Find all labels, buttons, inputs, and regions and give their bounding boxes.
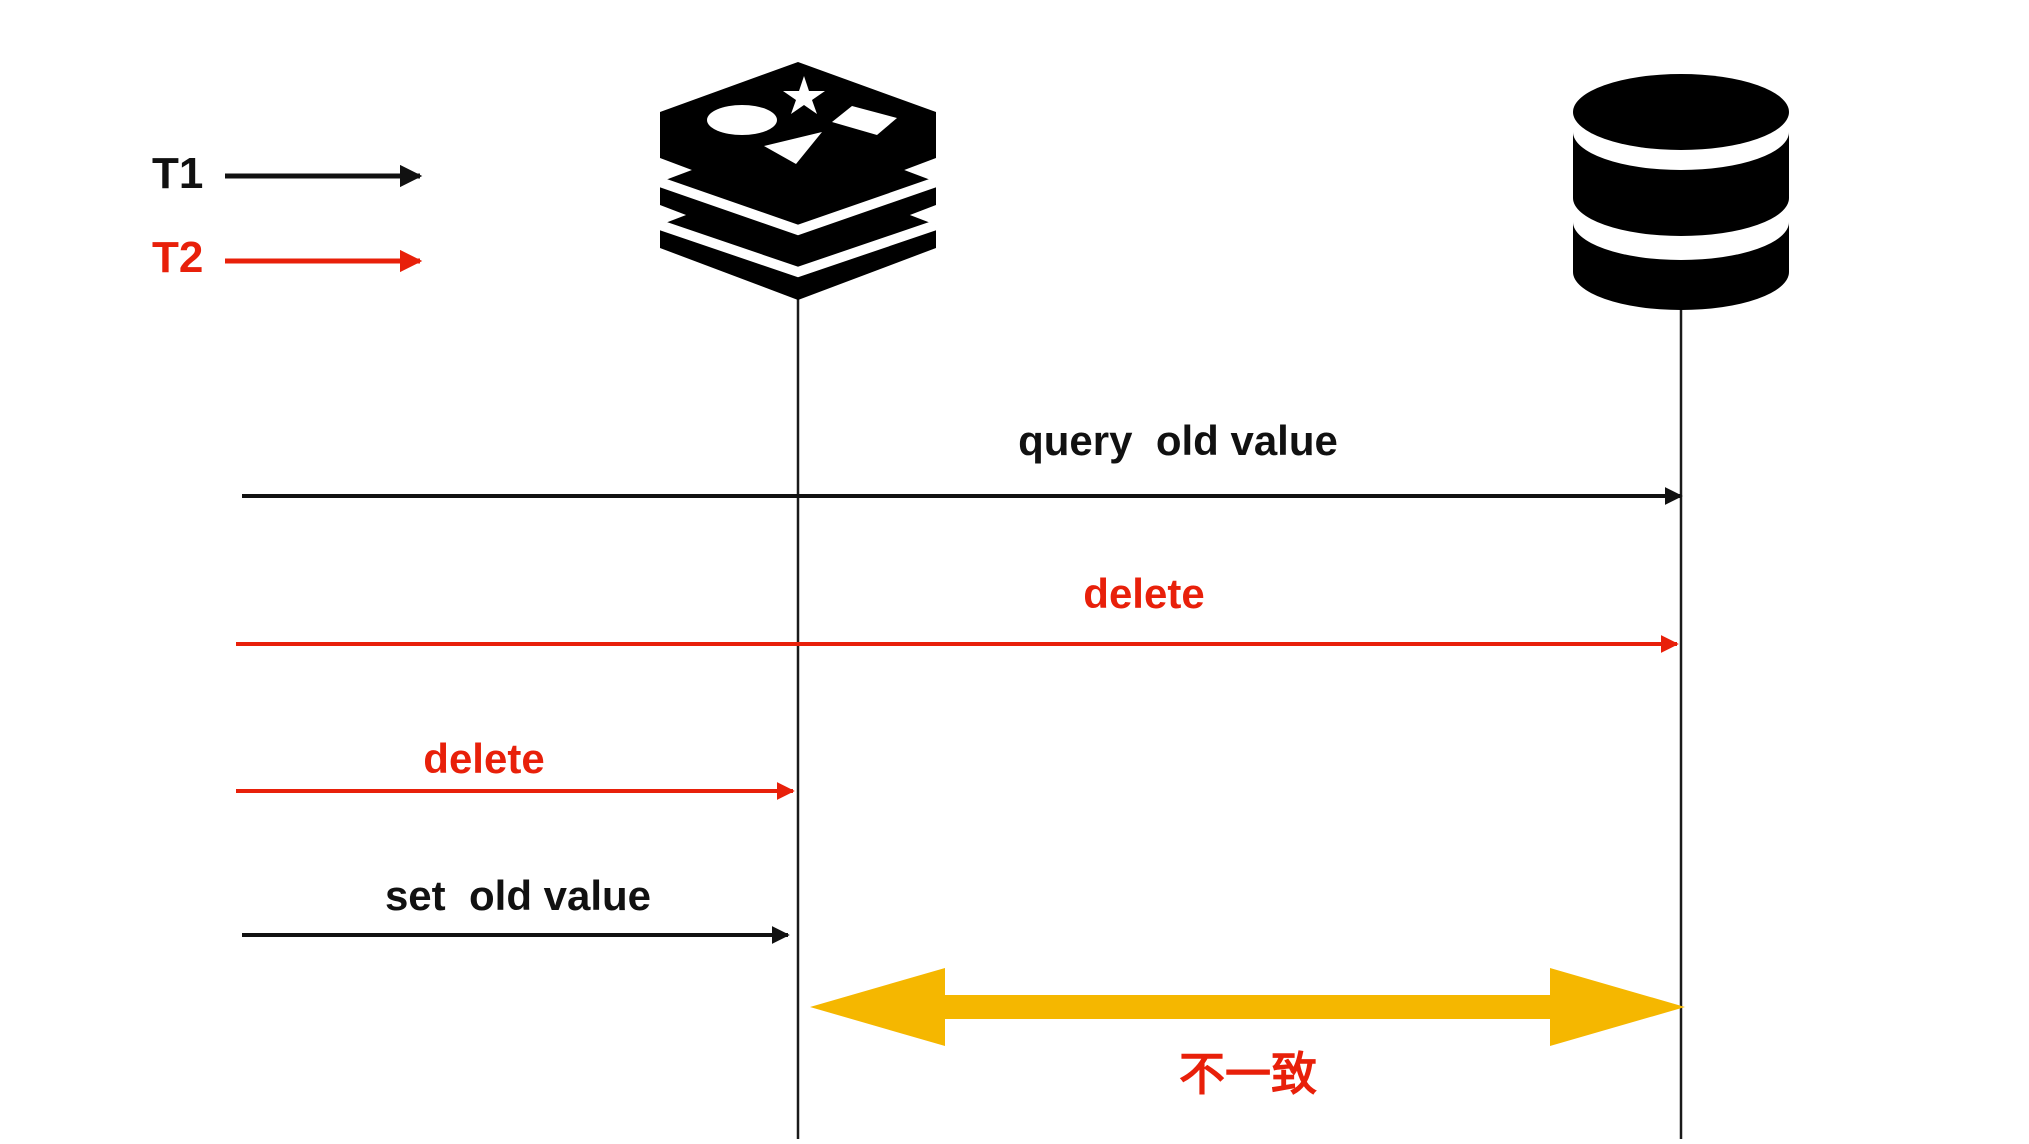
database-icon <box>1573 74 1789 310</box>
legend-t2-label: T2 <box>152 233 203 282</box>
message-label-set-old-value: set old value <box>385 872 651 919</box>
message-label-query-old-value: query old value <box>1018 417 1338 464</box>
legend-t1-label: T1 <box>152 149 203 198</box>
redis-icon <box>658 62 938 300</box>
inconsistency-label: 不一致 <box>1179 1048 1317 1100</box>
message-label-delete-db: delete <box>1083 570 1204 617</box>
inconsistency-double-arrow <box>810 968 1685 1046</box>
message-label-delete-cache: delete <box>423 735 544 782</box>
